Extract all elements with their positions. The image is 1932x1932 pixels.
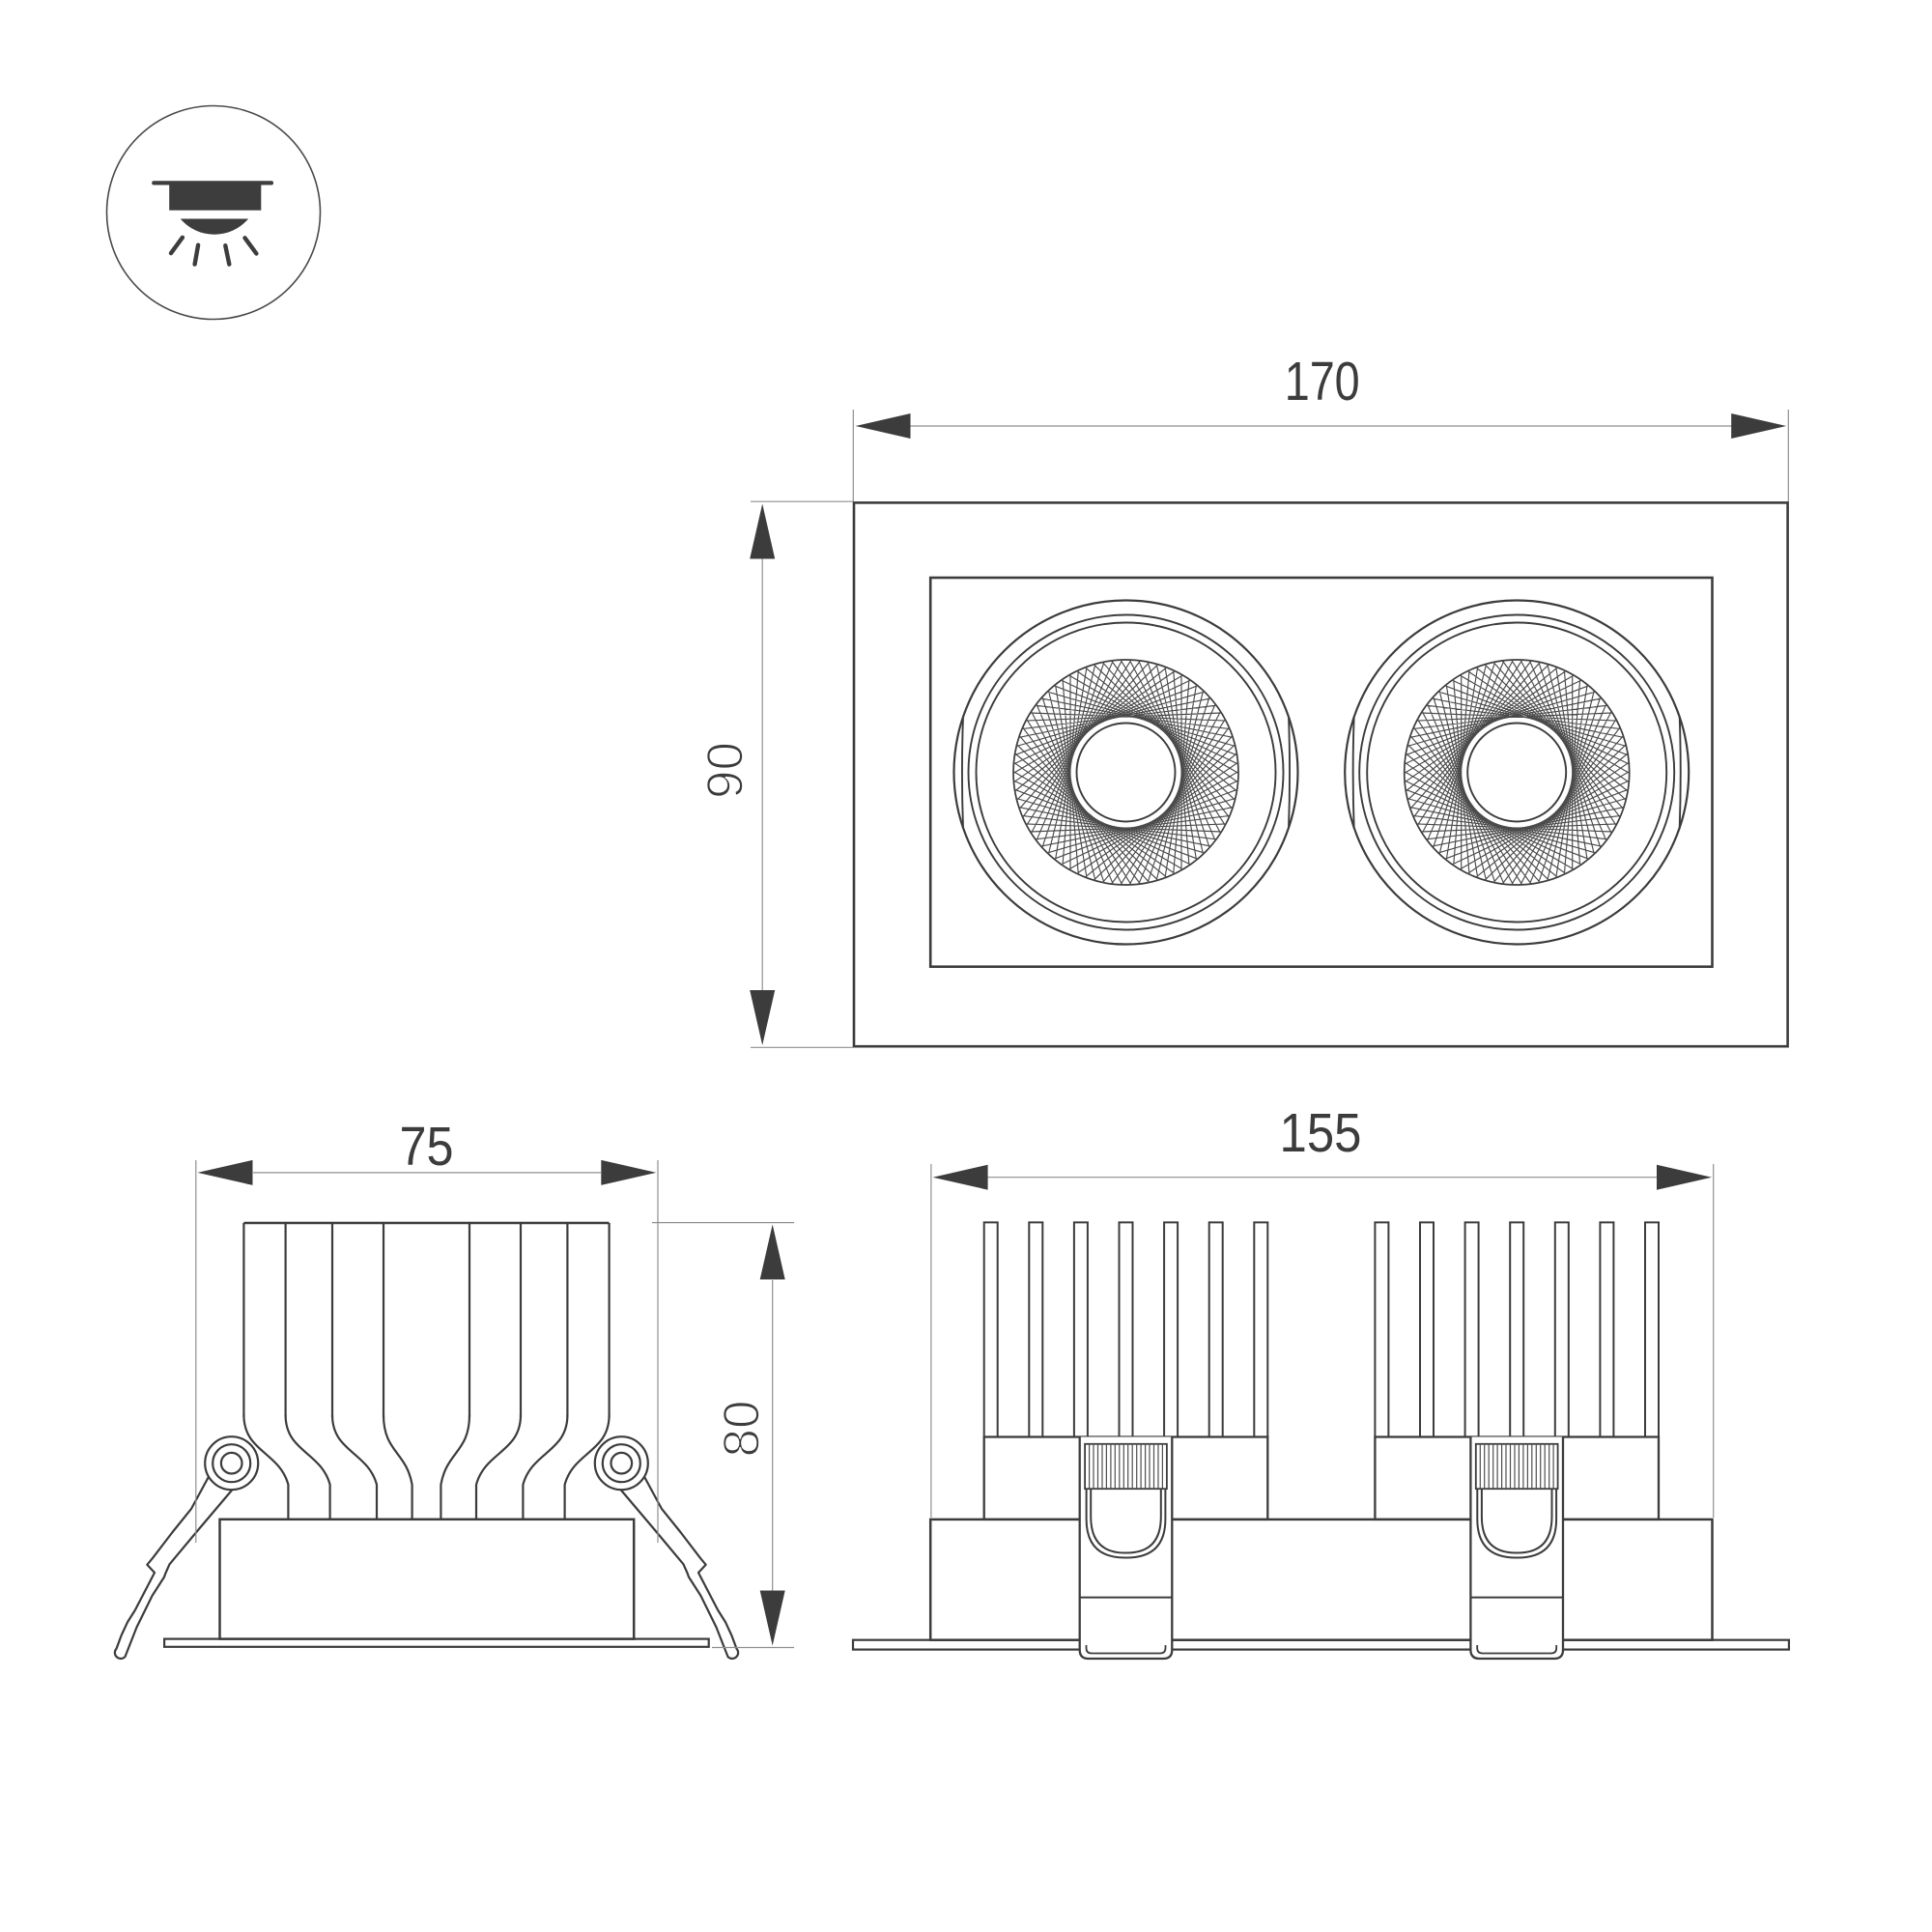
svg-text:90: 90 bbox=[697, 742, 754, 799]
svg-text:155: 155 bbox=[1280, 1102, 1362, 1164]
svg-text:170: 170 bbox=[1285, 351, 1360, 412]
svg-text:75: 75 bbox=[400, 1116, 454, 1178]
svg-text:80: 80 bbox=[714, 1401, 771, 1458]
